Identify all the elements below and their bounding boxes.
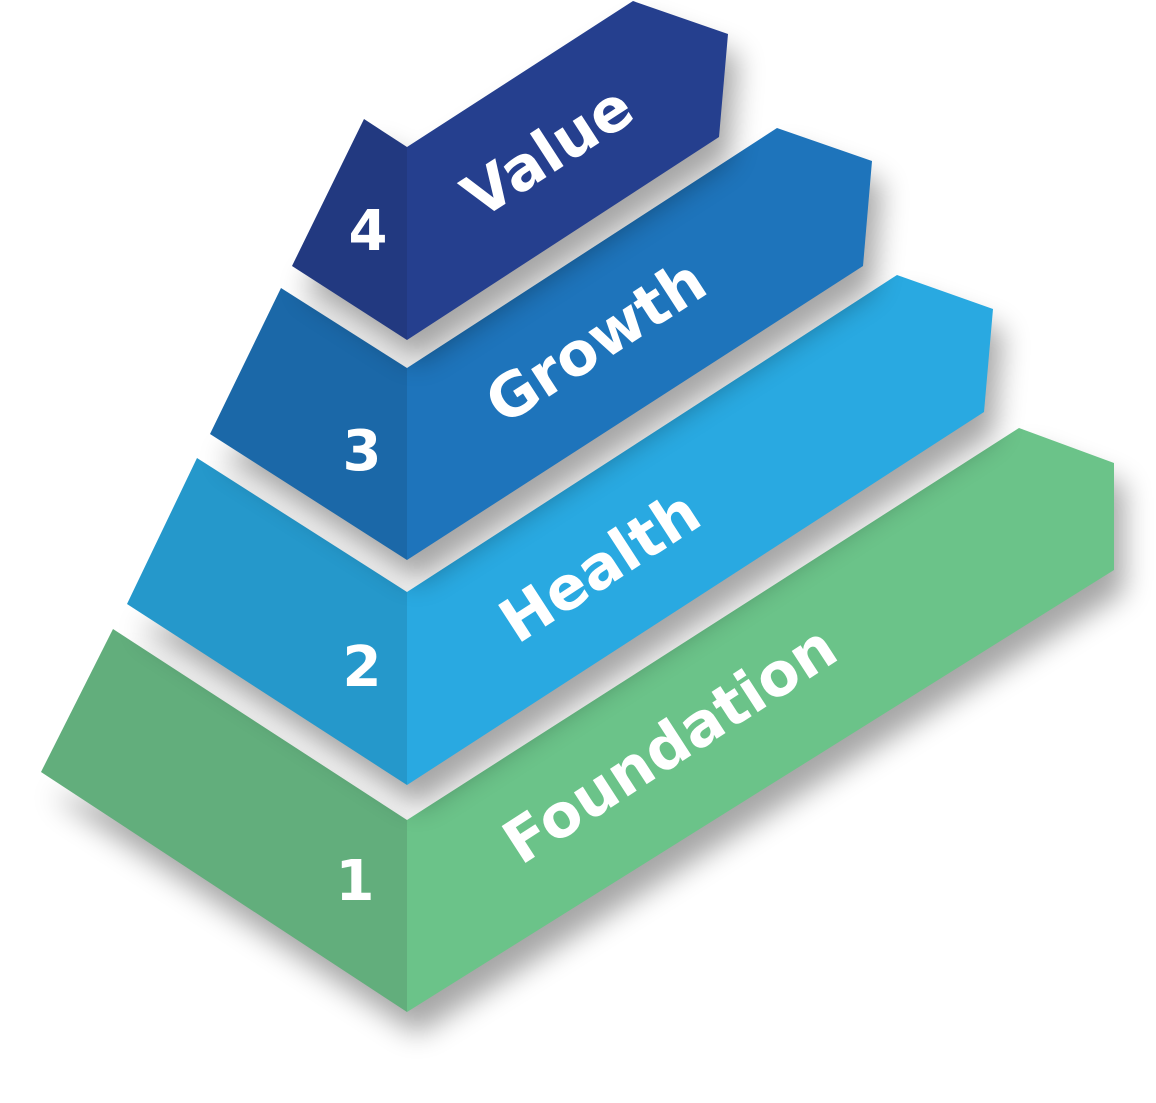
level-right-face: [407, 1, 728, 340]
level-right-face: [407, 428, 1114, 1012]
level-right-face: [407, 128, 872, 560]
level-right-face: [407, 275, 993, 785]
level-number: 2: [343, 635, 382, 700]
level-left-face: [292, 119, 407, 340]
level-number: 3: [343, 419, 382, 484]
level-left-face: [210, 288, 407, 560]
level-number: 4: [349, 199, 388, 264]
level-left-face: [127, 458, 407, 785]
level-left-face: [41, 629, 407, 1012]
level-number: 1: [336, 849, 375, 914]
